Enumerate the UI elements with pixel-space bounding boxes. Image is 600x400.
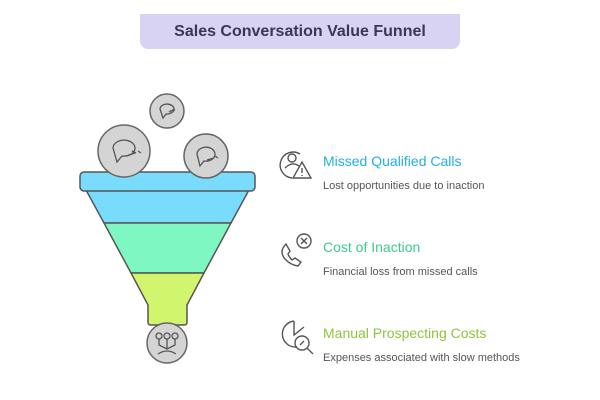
item-heading: Manual Prospecting Costs — [323, 325, 487, 341]
pie-chart-search-icon — [281, 320, 314, 355]
item-description: Lost opportunities due to inaction — [323, 180, 485, 192]
item-heading: Missed Qualified Calls — [323, 153, 462, 169]
chat-bubble-icon — [183, 133, 229, 179]
funnel-band-1 — [84, 189, 251, 224]
phone-cancel-icon — [281, 233, 312, 267]
chat-bubble-icon — [149, 93, 185, 129]
item-description: Financial loss from missed calls — [323, 266, 478, 278]
funnel-band-3 — [129, 272, 206, 326]
title-banner: Sales Conversation Value Funnel — [140, 14, 460, 49]
user-warning-icon — [279, 151, 313, 179]
funnel-band-2 — [102, 222, 233, 274]
funnel-rim — [79, 171, 256, 192]
page-title: Sales Conversation Value Funnel — [174, 22, 426, 40]
item-description: Expenses associated with slow methods — [323, 352, 520, 364]
item-heading: Cost of Inaction — [323, 239, 421, 255]
chat-bubble-icon — [97, 124, 151, 178]
